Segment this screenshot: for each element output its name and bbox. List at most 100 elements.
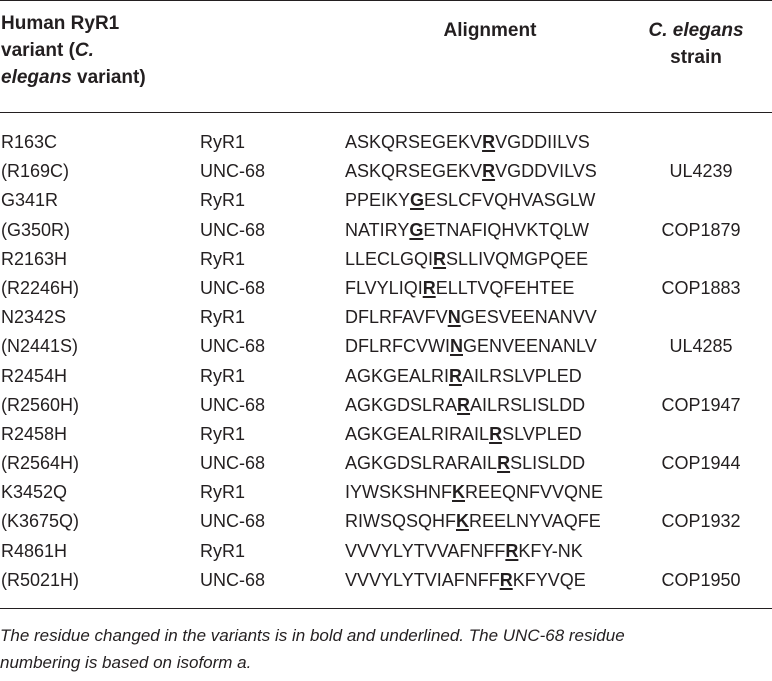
protein-cell: RyR1	[200, 190, 246, 211]
variant-cell: K3452Q	[1, 482, 68, 503]
column-header-strain: C. elegans strain	[648, 20, 744, 68]
sequence-prefix: VVVYLYTVVAFNFF	[345, 540, 506, 561]
sequence-suffix: SLISLDD	[510, 453, 586, 474]
footnote-line: numbering is based on isoform a.	[0, 653, 252, 672]
table-row: R2454H RyR1 AGKGEALRIRAILRSLVPLED	[0, 362, 772, 391]
mutated-residue: K	[456, 511, 469, 532]
alignment-cell: ASKQRSEGEKVRVGDDIILVS	[345, 128, 590, 157]
variant-cell: R2458H	[1, 423, 68, 444]
protein-cell: RyR1	[200, 248, 246, 269]
table-row: G341R RyR1 PPEIKYGESLCFVQHVASGLW	[0, 186, 772, 215]
protein-cell: UNC-68	[200, 511, 266, 532]
sequence-prefix: RIWSQSQHF	[345, 511, 456, 532]
sequence-suffix: KFYVQE	[512, 569, 586, 590]
variant-cell: R163C	[1, 132, 58, 152]
strain-cell: COP1932	[661, 511, 741, 532]
table-top-rule	[0, 0, 772, 1]
table-bottom-rule	[0, 608, 772, 609]
variant-cell: (K3675Q)	[1, 511, 80, 532]
sequence-suffix: SLLIVQMGPQEE	[446, 248, 589, 269]
sequence-prefix: VVVYLYTVIAFNFF	[345, 569, 500, 590]
variant-cell: R2163H	[1, 248, 68, 269]
alignment-cell: DFLRFAVFVNGESVEENANVV	[345, 303, 597, 332]
variant-cell: (G350R)	[1, 219, 71, 240]
strain-cell: COP1944	[661, 453, 741, 474]
variant-cell: R2454H	[1, 365, 68, 386]
variant-cell: (R2560H)	[1, 394, 80, 415]
protein-cell: RyR1	[200, 132, 246, 152]
protein-cell: RyR1	[200, 365, 246, 386]
column-header-alignment: Alignment	[443, 20, 537, 41]
sequence-prefix: AGKGDSLRARAIL	[345, 453, 498, 474]
protein-cell: RyR1	[200, 307, 246, 328]
protein-cell: RyR1	[200, 540, 246, 561]
strain-cell: UL4239	[669, 161, 733, 182]
mutated-residue: R	[457, 394, 471, 415]
sequence-prefix: AGKGEALRI	[345, 365, 450, 386]
sequence-suffix: ELLTVQFEHTEE	[435, 277, 575, 298]
variant-cell: R4861H	[1, 540, 68, 561]
variant-cell: G341R	[1, 190, 59, 211]
alignment-cell: DFLRFCVWINGENVEENANLV	[345, 332, 597, 361]
table-row: N2342S RyR1 DFLRFAVFVNGESVEENANVV	[0, 303, 772, 332]
sequence-suffix: GENVEENANLV	[463, 336, 597, 357]
sequence-suffix: KFY-NK	[518, 540, 583, 561]
sequence-suffix: AILRSLISLDD	[470, 394, 586, 415]
sequence-suffix: SLVPLED	[502, 423, 582, 444]
mutated-residue: R	[482, 132, 496, 152]
protein-cell: UNC-68	[200, 336, 266, 357]
mutated-residue: G	[410, 190, 425, 211]
protein-cell: UNC-68	[200, 394, 266, 415]
mutated-residue: K	[452, 482, 466, 503]
alignment-cell: AGKGEALRIRAILRSLVPLED	[345, 420, 582, 449]
strain-cell: UL4285	[669, 336, 733, 357]
sequence-prefix: ASKQRSEGEKV	[345, 132, 483, 152]
footnote-line: The residue changed in the variants is i…	[0, 626, 625, 645]
sequence-suffix: VGDDVILVS	[495, 161, 597, 182]
variant-cell: (R2564H)	[1, 453, 80, 474]
sequence-prefix: ASKQRSEGEKV	[345, 161, 483, 182]
mutated-residue: R	[449, 365, 463, 386]
alignment-cell: LLECLGQIRSLLIVQMGPQEE	[345, 245, 588, 274]
sequence-prefix: PPEIKY	[345, 190, 411, 211]
mutated-residue: R	[499, 569, 513, 590]
variant-cell: (R5021H)	[1, 569, 80, 590]
variant-cell: (N2441S)	[1, 336, 79, 357]
mutated-residue: R	[433, 248, 447, 269]
mutated-residue: R	[505, 540, 519, 561]
sequence-suffix: ESLCFVQHVASGLW	[424, 190, 596, 211]
variant-cell: N2342S	[1, 307, 67, 328]
protein-cell: UNC-68	[200, 161, 266, 182]
alignment-cell: FLVYLIQIRELLTVQFEHTEE	[345, 274, 574, 303]
table-row: R2163H RyR1 LLECLGQIRSLLIVQMGPQEE	[0, 245, 772, 274]
table-row: R163C RyR1 ASKQRSEGEKVRVGDDIILVS	[0, 128, 772, 157]
sequence-suffix: ETNAFIQHVKTQLW	[423, 219, 590, 240]
mutated-residue: R	[489, 423, 503, 444]
sequence-prefix: IYWSKSHNF	[345, 482, 453, 503]
mutated-residue: G	[409, 219, 424, 240]
alignment-cell: ASKQRSEGEKVRVGDDVILVS	[345, 157, 597, 186]
protein-cell: UNC-68	[200, 453, 266, 474]
mutated-residue: R	[422, 277, 436, 298]
alignment-cell: AGKGDSLRARAILRSLISLDD	[345, 391, 585, 420]
alignment-cell: NATIRYGETNAFIQHVKTQLW	[345, 216, 589, 245]
alignment-cell: VVVYLYTVIAFNFFRKFYVQE	[345, 566, 586, 595]
strain-cell: COP1883	[661, 277, 741, 298]
protein-cell: UNC-68	[200, 277, 266, 298]
alignment-cell: AGKGDSLRARAILRSLISLDD	[345, 449, 585, 478]
alignment-cell: VVVYLYTVVAFNFFRKFY-NK	[345, 537, 583, 566]
sequence-prefix: DFLRFCVWI	[345, 336, 450, 357]
column-header-variant: Human RyR1 variant (C. elegans variant)	[1, 13, 146, 88]
protein-cell: UNC-68	[200, 569, 266, 590]
sequence-suffix: AILRSLVPLED	[462, 365, 582, 386]
table-footnote: The residue changed in the variants is i…	[0, 622, 772, 676]
alignment-cell: AGKGEALRIRAILRSLVPLED	[345, 362, 582, 391]
sequence-suffix: GESVEENANVV	[460, 307, 597, 328]
